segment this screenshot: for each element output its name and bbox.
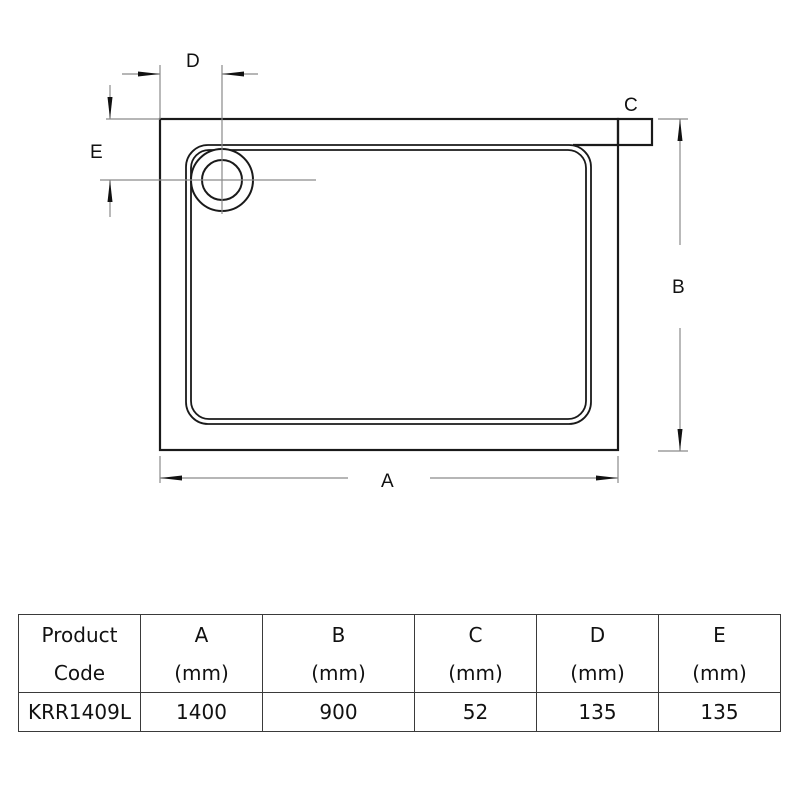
- header-line: B: [331, 622, 346, 647]
- cell-b: 900: [262, 692, 415, 732]
- cell-e: 135: [658, 692, 781, 732]
- cell-product-code: KRR1409L: [18, 692, 141, 732]
- label-d: D: [186, 51, 200, 72]
- header-a: A (mm): [140, 614, 263, 693]
- label-b: B: [672, 277, 685, 298]
- header-d: D (mm): [536, 614, 659, 693]
- header-line: C: [468, 622, 483, 647]
- header-line: (mm): [311, 660, 366, 685]
- header-b: B (mm): [262, 614, 415, 693]
- cell-c: 52: [414, 692, 537, 732]
- header-line: (mm): [448, 660, 503, 685]
- table-header-row: Product Code A (mm) B (mm) C (mm) D (mm)…: [18, 614, 781, 693]
- header-product-code: Product Code: [18, 614, 141, 693]
- dimensions-table: Product Code A (mm) B (mm) C (mm) D (mm)…: [18, 614, 781, 732]
- cell-a: 1400: [140, 692, 263, 732]
- label-e: E: [90, 142, 103, 163]
- header-c: C (mm): [414, 614, 537, 693]
- table-row: KRR1409L 1400 900 52 135 135: [18, 692, 781, 732]
- header-line: E: [713, 622, 726, 647]
- header-line: (mm): [570, 660, 625, 685]
- dimension-b: [658, 118, 688, 452]
- cell-d: 135: [536, 692, 659, 732]
- header-line: D: [589, 622, 606, 647]
- header-line: Code: [53, 660, 106, 685]
- tray-rim: [185, 144, 592, 425]
- header-e: E (mm): [658, 614, 781, 693]
- header-line: A: [194, 622, 209, 647]
- header-line: (mm): [174, 660, 229, 685]
- label-c: C: [624, 95, 638, 116]
- header-line: (mm): [692, 660, 747, 685]
- dimension-a: [159, 456, 619, 483]
- dimension-e: [100, 85, 316, 217]
- header-line: Product: [41, 622, 118, 647]
- dimension-d: [122, 65, 258, 214]
- upstand-c-indicator: C: [573, 95, 654, 147]
- label-a: A: [381, 471, 394, 492]
- tray-outline: [158, 117, 620, 452]
